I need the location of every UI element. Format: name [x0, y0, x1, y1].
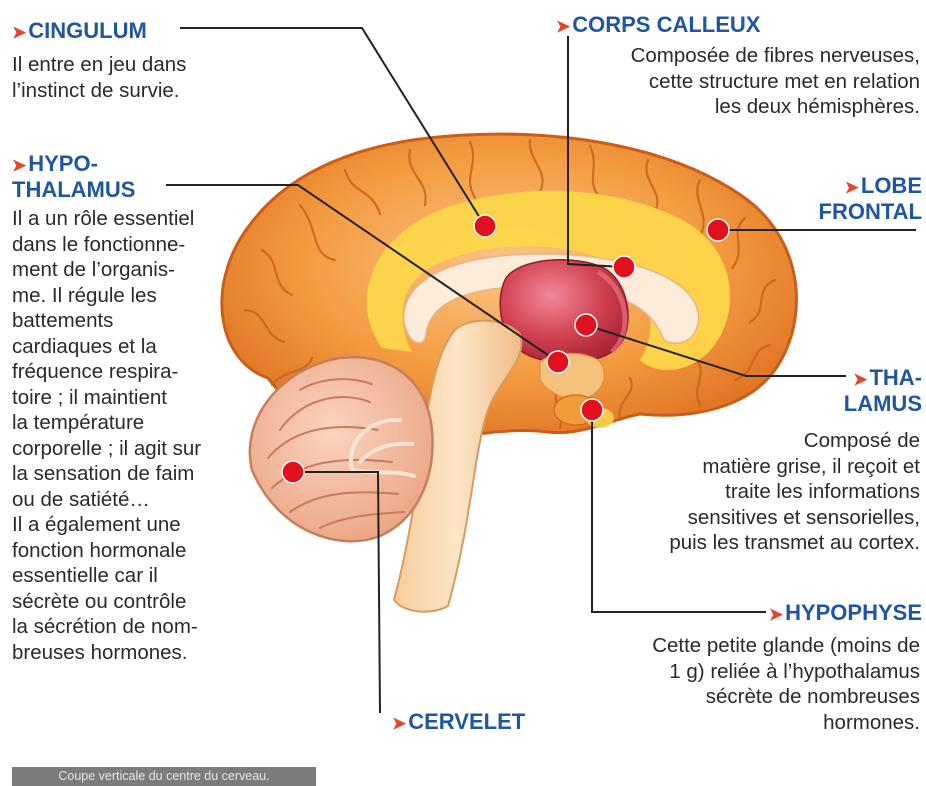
- label-arrow-icon: ➤: [556, 17, 570, 36]
- marker-dot-icon: [581, 399, 603, 421]
- hypophyse-title: ➤HYPOPHYSE: [740, 601, 922, 627]
- marker-dot-icon: [474, 215, 496, 237]
- hypothalamus-title: ➤HYPO- THALAMUS: [12, 152, 135, 202]
- lobe-frontal-title: ➤LOBE FRONTAL: [760, 174, 922, 224]
- thalamus-description: Composé de matière grise, il reçoit et t…: [600, 428, 920, 556]
- label-arrow-icon: ➤: [12, 156, 26, 175]
- marker-dot-icon: [547, 351, 569, 373]
- label-arrow-icon: ➤: [769, 605, 783, 624]
- marker-dot-icon: [613, 256, 635, 278]
- image-caption: Coupe verticale du centre du cerveau.: [12, 767, 316, 786]
- corps-calleux-title: ➤CORPS CALLEUX: [556, 13, 761, 39]
- label-arrow-icon: ➤: [845, 178, 859, 197]
- hypophyse-description: Cette petite glande (moins de 1 g) relié…: [600, 633, 920, 735]
- marker-dot-icon: [282, 461, 304, 483]
- cingulum-title: ➤CINGULUM: [12, 19, 147, 45]
- marker-dot-icon: [575, 314, 597, 336]
- cingulum-description: Il entre en jeu dans l’instinct de survi…: [12, 52, 222, 103]
- hypothalamus-description: Il a un rôle essentiel dans le fonctionn…: [12, 206, 247, 665]
- label-arrow-icon: ➤: [12, 23, 26, 42]
- corps-calleux-description: Composée de fibres nerveuses, cette stru…: [560, 43, 920, 120]
- cervelet-title: ➤CERVELET: [392, 710, 525, 736]
- label-arrow-icon: ➤: [392, 714, 406, 733]
- thalamus-title: ➤THA- LAMUS: [780, 366, 922, 416]
- label-arrow-icon: ➤: [853, 370, 867, 389]
- marker-dot-icon: [707, 219, 729, 241]
